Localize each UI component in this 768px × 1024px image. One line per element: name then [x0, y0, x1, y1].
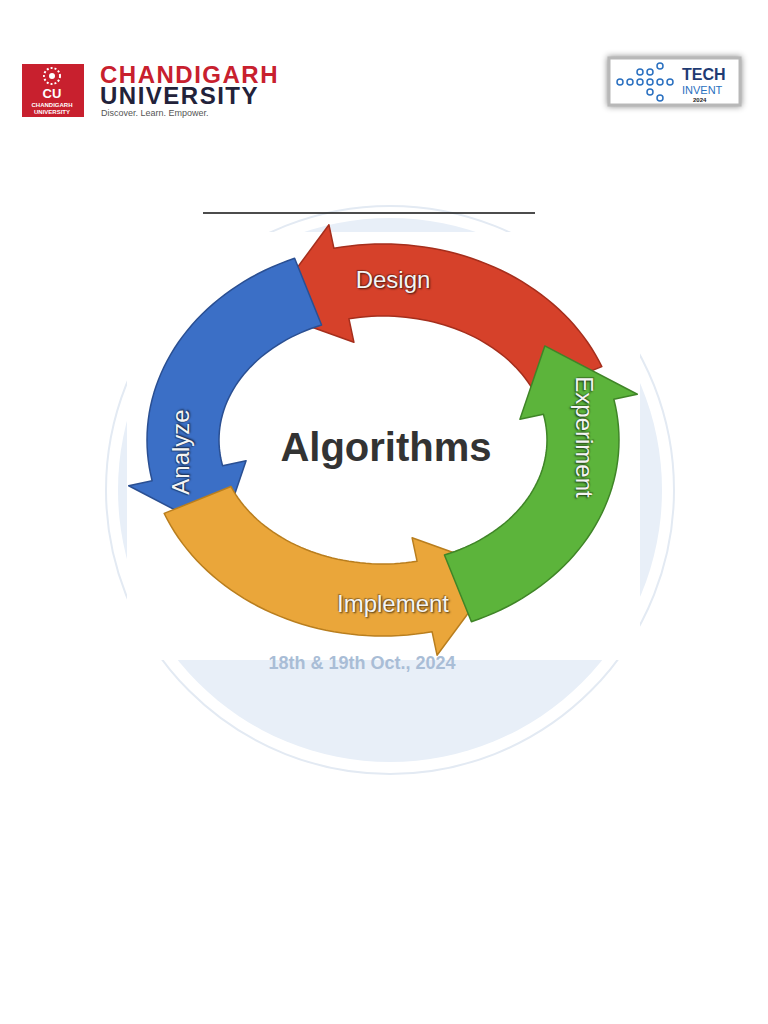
- event-logo-text: TECH: [682, 66, 726, 84]
- stage-label: Implement: [337, 590, 449, 618]
- techinvent-frame: [609, 58, 740, 105]
- experiment-arrow: [444, 346, 637, 622]
- university-motto: Discover. Learn. Empower.: [101, 109, 209, 119]
- logo-caption: CHANDIGARH UNIVERSITY: [25, 102, 79, 115]
- techinvent-icon: [617, 63, 673, 101]
- center-title: Algorithms: [280, 425, 491, 469]
- experiment-stage: Experiment: [568, 370, 600, 503]
- watermark-disc: [118, 218, 662, 762]
- analyze-stage: Analyze: [165, 403, 197, 500]
- university-name: UNIVERSITY: [100, 83, 259, 109]
- cycle-arrows: [129, 225, 638, 655]
- stage-label: Experiment: [570, 376, 598, 497]
- stage-label: Design: [356, 266, 431, 294]
- design-stage: Design: [350, 264, 437, 296]
- cu-emblem-core: [49, 73, 55, 79]
- title-underline: [203, 212, 535, 214]
- event-logo-text: INVENT: [682, 84, 722, 96]
- event-logo-year: 2024: [693, 97, 706, 104]
- implement-stage: Implement: [331, 588, 455, 620]
- watermark-ring: [106, 206, 674, 774]
- stage-label: Analyze: [167, 409, 195, 494]
- cu-emblem: [44, 68, 60, 84]
- watermark-date: 18th & 19th Oct., 2024: [268, 654, 455, 674]
- logo-initials: CU: [43, 87, 62, 101]
- cu-logo-box: [22, 64, 84, 117]
